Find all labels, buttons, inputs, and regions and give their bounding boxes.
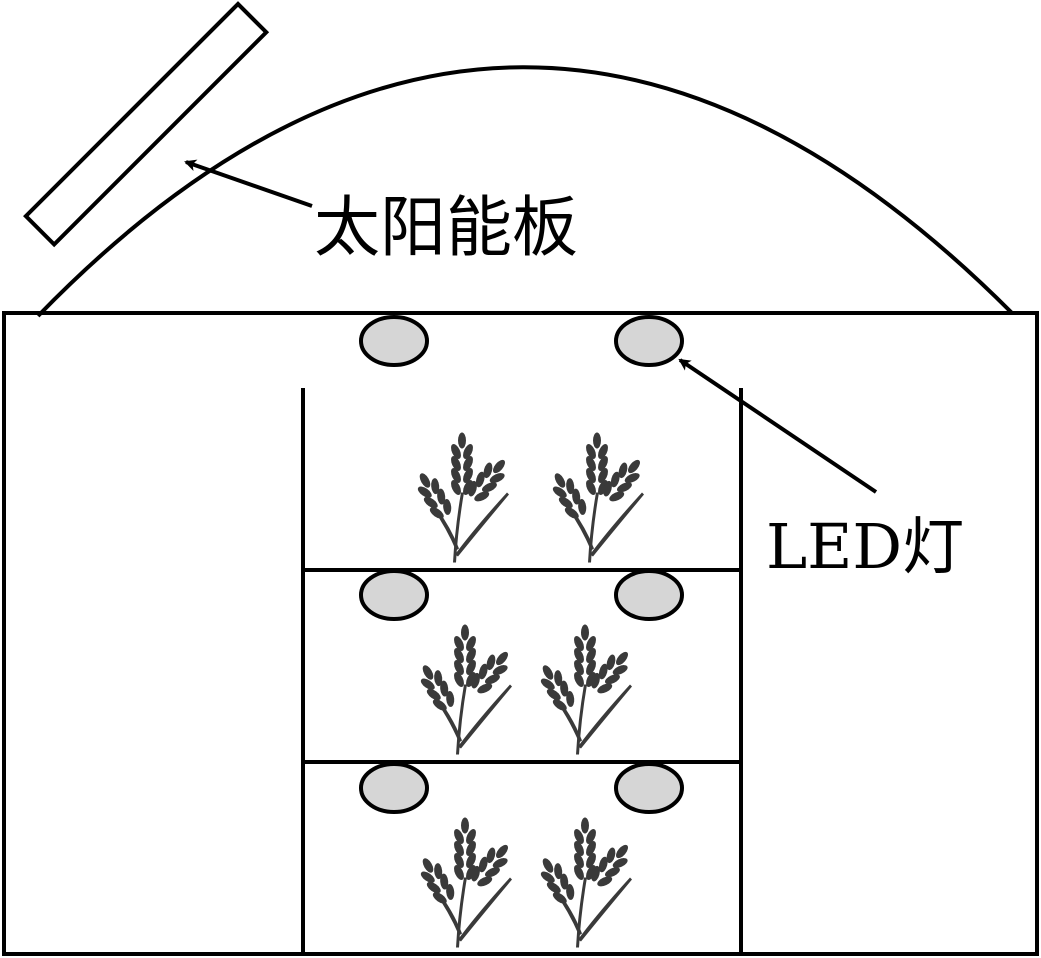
wheat-icon: [415, 432, 515, 563]
greenhouse-body: [2, 311, 1039, 956]
led-arrow: [678, 358, 878, 494]
led-lights: [359, 315, 684, 814]
led-light-icon: [359, 762, 429, 814]
greenhouse-dome: [36, 65, 1014, 318]
shelf-structure: [301, 388, 743, 954]
wheat-icon: [538, 624, 638, 755]
wheat-icon: [538, 817, 638, 948]
led-light-icon: [614, 569, 684, 621]
wheat-icon: [418, 624, 518, 755]
led-light-icon: [614, 315, 684, 367]
plants: [415, 432, 650, 948]
led-light-icon: [614, 762, 684, 814]
led-light-label: LED灯: [766, 510, 964, 583]
solar-panel-arrow: [184, 159, 313, 208]
led-light-icon: [359, 315, 429, 367]
led-light-icon: [359, 569, 429, 621]
solar-panel-icon: [23, 1, 270, 248]
wheat-icon: [550, 432, 650, 563]
solar-panel-label: 太阳能板: [314, 189, 578, 266]
wheat-icon: [418, 817, 518, 948]
